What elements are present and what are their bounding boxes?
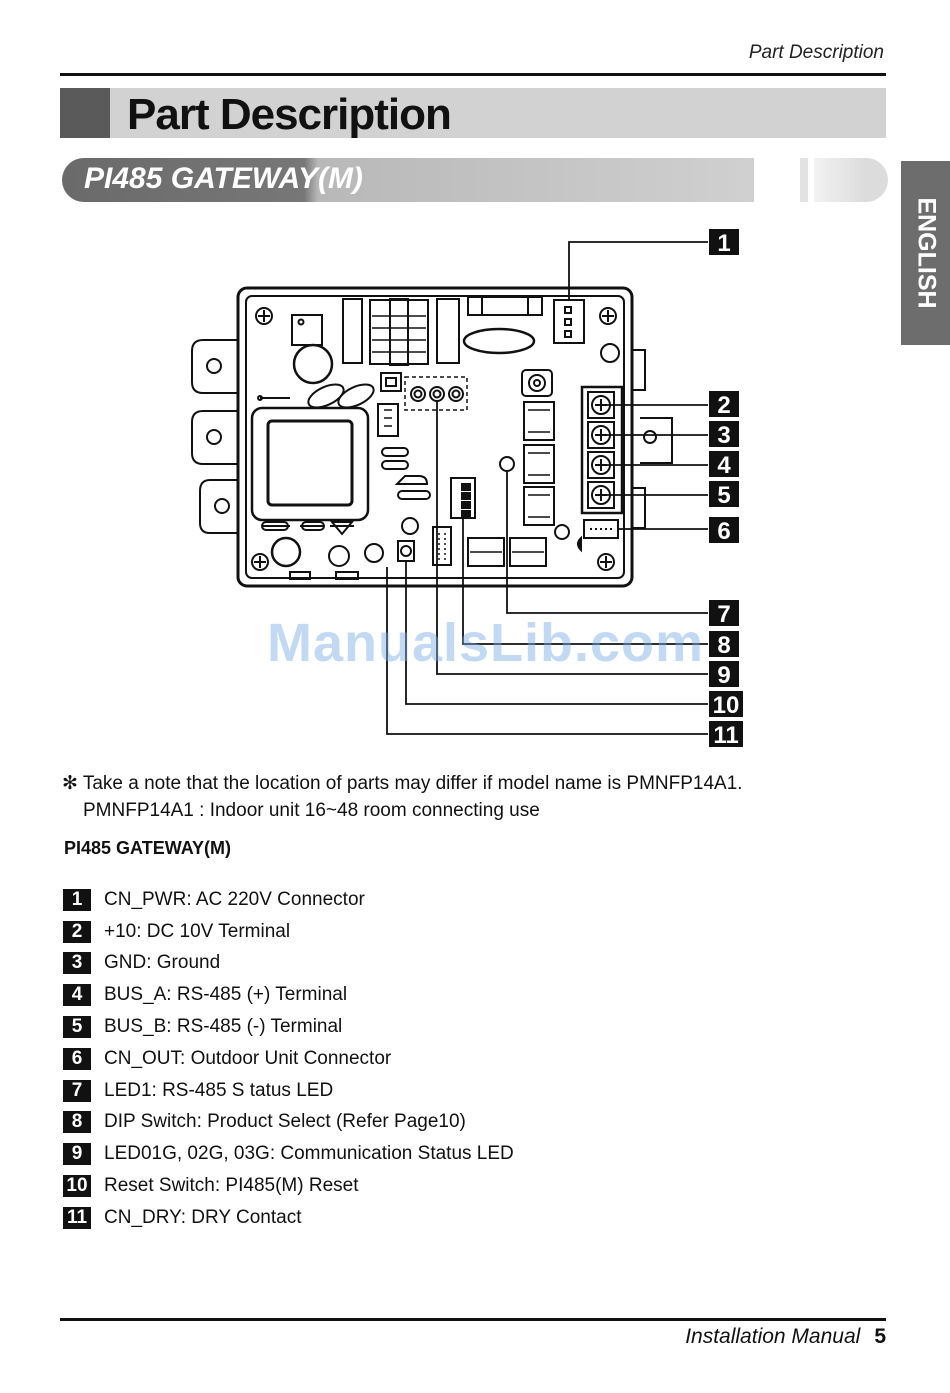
part-number-badge: 5 — [63, 1016, 91, 1039]
page-number: 5 — [874, 1325, 886, 1348]
part-description: CN_OUT: Outdoor Unit Connector — [104, 1047, 392, 1069]
callout-box — [709, 481, 739, 507]
model-note: ✻ Take a note that the location of parts… — [62, 770, 743, 824]
part-number-badge: 2 — [63, 920, 91, 943]
part-description: +10: DC 10V Terminal — [104, 920, 291, 942]
footer-rule — [60, 1318, 886, 1321]
subtitle-bar: PI485 GATEWAY(M) — [62, 158, 754, 202]
footer: Installation Manual 5 — [685, 1325, 886, 1349]
callout-box — [709, 391, 739, 417]
callout-label: 2 — [717, 392, 730, 419]
list-item: 6 CN_OUT: Outdoor Unit Connector — [63, 1043, 514, 1075]
part-number-badge: 10 — [63, 1175, 91, 1198]
callout-label: 6 — [717, 518, 730, 545]
callout-4: 4 — [709, 451, 739, 479]
header-rule — [60, 73, 886, 76]
callout-3: 3 — [709, 421, 739, 449]
callout-box — [709, 451, 739, 477]
part-description: Reset Switch: PI485(M) Reset — [104, 1175, 359, 1197]
callout-box — [709, 517, 739, 543]
subtitle: PI485 GATEWAY(M) — [84, 162, 363, 195]
callout-box — [709, 661, 739, 687]
part-number-badge: 11 — [63, 1206, 91, 1229]
callout-label: 9 — [717, 662, 730, 689]
list-item: 8 DIP Switch: Product Select (Refer Page1… — [63, 1107, 514, 1139]
list-item: 1 CN_PWR: AC 220V Connector — [63, 884, 514, 916]
part-description: CN_PWR: AC 220V Connector — [104, 888, 365, 910]
part-number-badge: 1 — [63, 888, 91, 911]
part-number-badge: 3 — [63, 952, 91, 975]
list-item: 10 Reset Switch: PI485(M) Reset — [63, 1170, 514, 1202]
parts-list: 1 CN_PWR: AC 220V Connector 2 +10: DC 10V … — [63, 884, 514, 1234]
part-description: DIP Switch: Product Select (Refer Page10… — [104, 1111, 466, 1133]
list-item: 9 LED01G, 02G, 03G: Communication Status … — [63, 1138, 514, 1170]
language-tab: ENGLISH — [901, 161, 950, 345]
list-item: 7 LED1: RS-485 S tatus LED — [63, 1075, 514, 1107]
note-line-2: PMNFP14A1 : Indoor unit 16~48 room conne… — [83, 800, 540, 821]
callout-label: 3 — [717, 422, 730, 449]
part-number-badge: 6 — [63, 1047, 91, 1070]
callout-label: 4 — [717, 452, 731, 479]
header-section-title: Part Description — [748, 42, 884, 63]
part-number-badge: 7 — [63, 1079, 91, 1102]
part-description: CN_DRY: DRY Contact — [104, 1206, 302, 1228]
callout-label: 5 — [717, 482, 730, 509]
callout-label: 10 — [713, 692, 740, 719]
footer-manual-title: Installation Manual — [685, 1325, 861, 1348]
list-item: 5 BUS_B: RS-485 (-) Terminal — [63, 1011, 514, 1043]
subtitle-decoration — [800, 158, 888, 202]
callout-10: 10 — [709, 691, 743, 719]
list-item: 4 BUS_A: RS-485 (+) Terminal — [63, 979, 514, 1011]
board-diagram: 1 2 3 4 5 6 7 8 9 10 11 — [191, 229, 743, 749]
callout-2: 2 — [709, 391, 739, 419]
parts-list-heading: PI485 GATEWAY(M) — [64, 838, 232, 858]
callout-7: 7 — [709, 600, 739, 628]
callout-5: 5 — [709, 481, 739, 509]
callout-box — [709, 691, 743, 717]
callout-label: 1 — [717, 230, 730, 257]
screw-holes — [251, 307, 617, 571]
callout-box — [709, 631, 739, 657]
part-description: GND: Ground — [104, 952, 221, 974]
watermark: ManualsLib.com — [267, 613, 705, 673]
callout-9: 9 — [709, 661, 739, 689]
list-item: 11 CN_DRY: DRY Contact — [63, 1202, 514, 1234]
part-number-badge: 8 — [63, 1111, 91, 1134]
callout-label: 7 — [717, 601, 730, 628]
callout-box — [709, 421, 739, 447]
callout-box — [709, 721, 743, 747]
part-description: BUS_B: RS-485 (-) Terminal — [104, 1016, 343, 1038]
leader-lines — [386, 241, 708, 735]
note-line-1: ✻ Take a note that the location of parts… — [62, 773, 743, 794]
part-description: BUS_A: RS-485 (+) Terminal — [104, 984, 348, 1006]
title-bar: Part Description — [60, 88, 886, 139]
part-number-badge: 4 — [63, 984, 91, 1007]
part-description: LED01G, 02G, 03G: Communication Status L… — [104, 1143, 514, 1165]
callout-8: 8 — [709, 631, 739, 659]
part-description: LED1: RS-485 S tatus LED — [104, 1079, 334, 1101]
list-item: 2 +10: DC 10V Terminal — [63, 916, 514, 948]
page-title: Part Description — [127, 90, 452, 139]
callout-11: 11 — [709, 721, 743, 749]
callout-label: 8 — [717, 632, 730, 659]
callout-badges: 1 2 3 4 5 6 7 8 9 10 11 — [709, 229, 743, 749]
callout-1: 1 — [709, 229, 739, 257]
callout-label: 11 — [713, 722, 738, 749]
callout-box — [709, 600, 739, 626]
list-item: 3 GND: Ground — [63, 948, 514, 980]
callout-6: 6 — [709, 517, 739, 545]
part-number-badge: 9 — [63, 1143, 91, 1166]
callout-box — [709, 229, 739, 255]
title-block — [60, 88, 110, 138]
